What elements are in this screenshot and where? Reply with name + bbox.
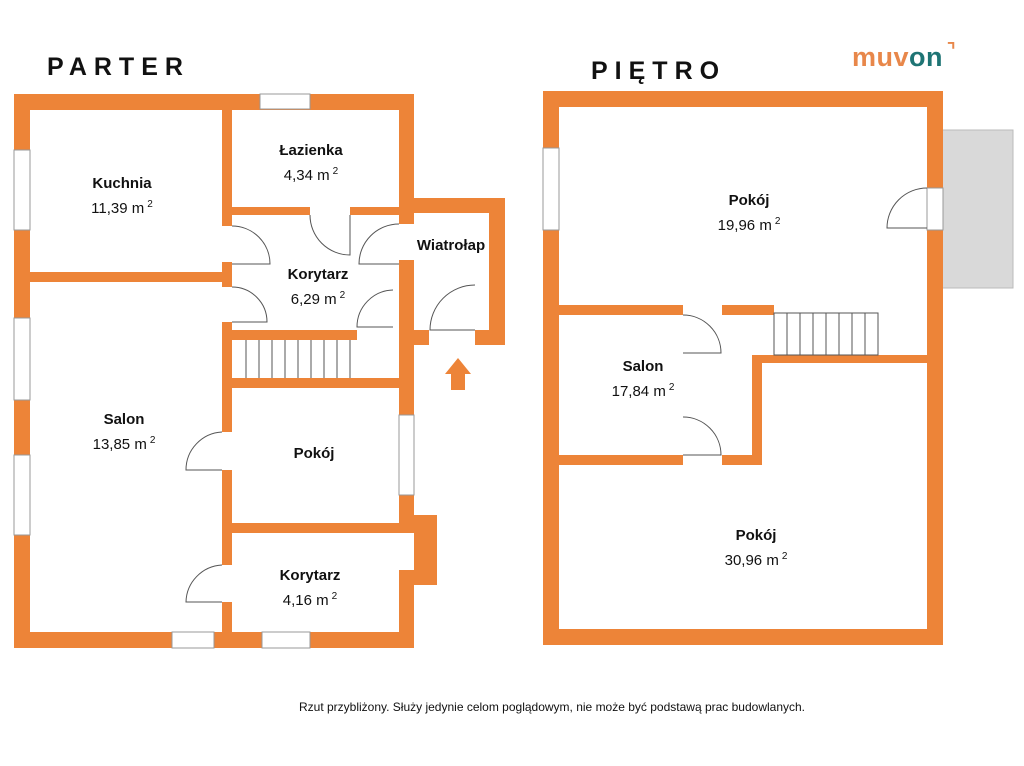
door xyxy=(231,286,268,323)
pietro-walls xyxy=(543,91,943,645)
wall xyxy=(232,523,418,533)
wall xyxy=(722,455,762,465)
wall xyxy=(543,91,943,107)
door xyxy=(682,416,722,456)
wall xyxy=(232,207,310,215)
wall xyxy=(399,260,414,345)
door xyxy=(429,284,476,331)
window xyxy=(13,317,31,401)
window xyxy=(13,149,31,231)
wall xyxy=(543,629,943,645)
parter-windows xyxy=(13,93,415,649)
pietro-windows xyxy=(542,147,944,231)
wall xyxy=(414,515,437,585)
wall xyxy=(232,378,399,388)
logo-part1: muv xyxy=(852,42,910,72)
door xyxy=(682,314,722,354)
pietro-stairs xyxy=(773,312,879,356)
wall xyxy=(350,207,399,215)
wall xyxy=(30,272,222,282)
window xyxy=(261,631,311,649)
muvon-logo: muvon⌝ xyxy=(852,40,956,73)
door xyxy=(185,431,223,471)
wall xyxy=(232,330,357,340)
wall xyxy=(559,305,683,315)
wall xyxy=(399,495,414,530)
entrance-arrow-icon xyxy=(445,358,471,390)
parter-doors xyxy=(185,214,476,603)
wall xyxy=(222,470,232,565)
wall xyxy=(399,198,505,213)
window xyxy=(171,631,215,649)
window xyxy=(398,414,415,496)
logo-part2: on xyxy=(909,42,944,72)
window xyxy=(259,93,311,110)
wall xyxy=(399,570,437,585)
wall xyxy=(722,305,774,315)
wall xyxy=(222,602,232,632)
wall xyxy=(399,345,414,415)
window xyxy=(13,454,31,536)
door xyxy=(309,214,351,256)
disclaimer-note: Rzut przybliżony. Służy jedynie celom po… xyxy=(298,700,806,714)
wall xyxy=(559,455,683,465)
door xyxy=(356,289,394,328)
room-wiatrolap: Wiatrołap xyxy=(416,237,486,254)
wall xyxy=(414,330,429,345)
wall xyxy=(399,94,414,224)
balcony xyxy=(939,129,1014,289)
wall xyxy=(222,109,232,226)
wall xyxy=(399,570,414,648)
wall xyxy=(927,230,943,645)
pietro-doors xyxy=(682,187,928,456)
wall xyxy=(475,330,505,345)
wall xyxy=(752,355,927,363)
wall xyxy=(222,262,232,287)
door xyxy=(185,564,223,603)
wall xyxy=(927,91,943,188)
logo-mark-icon: ⌝ xyxy=(947,40,956,60)
window xyxy=(926,187,944,231)
wall xyxy=(14,94,414,110)
pietro-title: PIĘTRO xyxy=(591,57,727,85)
parter-stairs xyxy=(245,340,351,378)
wall xyxy=(489,198,505,345)
window xyxy=(542,147,560,231)
room-pokoj-parter: Pokój xyxy=(293,445,335,462)
parter-title: PARTER xyxy=(47,53,190,81)
wall xyxy=(752,355,762,465)
door xyxy=(358,223,400,265)
door xyxy=(886,187,928,229)
parter-walls xyxy=(14,94,505,648)
door xyxy=(231,225,271,265)
wall xyxy=(222,322,232,432)
